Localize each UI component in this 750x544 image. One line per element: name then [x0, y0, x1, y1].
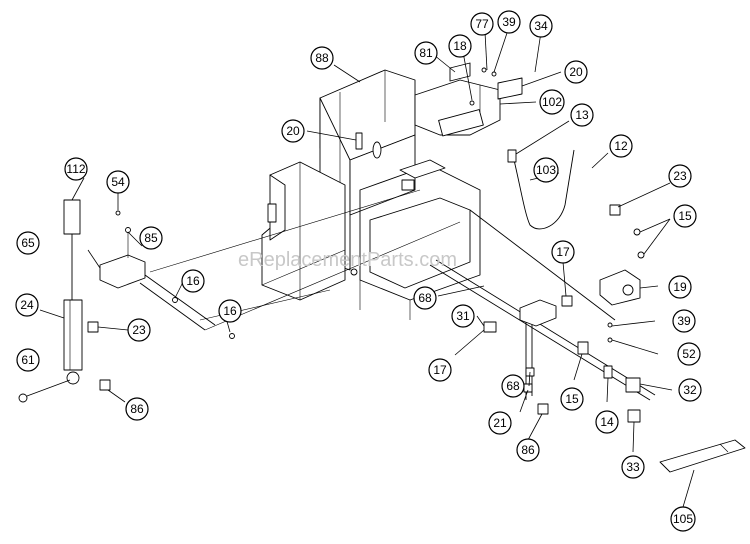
callout-label: 65 [21, 236, 35, 250]
callout-label: 24 [20, 298, 34, 312]
callout-label: 39 [502, 15, 516, 29]
callout-label: 88 [315, 51, 329, 65]
callout-16: 16 [218, 299, 242, 323]
callout-label: 17 [556, 245, 570, 259]
callout-15: 15 [673, 204, 697, 228]
callout-label: 23 [673, 169, 687, 183]
callout-102: 102 [539, 89, 565, 115]
callout-12: 12 [609, 134, 633, 158]
callout-16: 16 [181, 269, 205, 293]
callout-23: 23 [668, 164, 692, 188]
callout-13: 13 [570, 103, 594, 127]
callout-77: 77 [470, 12, 494, 36]
callout-81: 81 [414, 41, 438, 65]
callout-32: 32 [678, 378, 702, 402]
callout-label: 86 [130, 402, 144, 416]
callout-61: 61 [16, 348, 40, 372]
callout-19: 19 [668, 275, 692, 299]
callout-label: 85 [144, 231, 158, 245]
callout-39: 39 [497, 10, 521, 34]
callout-label: 68 [418, 291, 432, 305]
cylinder-24 [18, 199, 83, 403]
rod-assembly [149, 189, 656, 401]
callout-label: 16 [186, 274, 200, 288]
callout-label: 15 [678, 209, 692, 223]
callout-105: 105 [670, 506, 696, 532]
callout-31: 31 [451, 304, 475, 328]
upper-bracket [414, 62, 523, 137]
callout-label: 20 [569, 65, 583, 79]
callout-label: 105 [673, 512, 693, 526]
callout-52: 52 [677, 342, 701, 366]
pedal-assembly [577, 322, 746, 473]
callout-68: 68 [501, 374, 525, 398]
callout-label: 33 [626, 460, 640, 474]
callout-label: 17 [433, 363, 447, 377]
callout-label: 68 [506, 379, 520, 393]
valve-19 [599, 204, 645, 306]
callout-85: 85 [139, 226, 163, 250]
callout-14: 14 [595, 410, 619, 434]
small-parts-left [87, 210, 358, 391]
callout-label: 21 [493, 416, 507, 430]
callout-18: 18 [448, 34, 472, 58]
callout-label: 19 [673, 280, 687, 294]
callout-label: 12 [614, 139, 628, 153]
callout-24: 24 [15, 293, 39, 317]
callout-label: 23 [132, 323, 146, 337]
callout-86: 86 [125, 397, 149, 421]
callout-label: 34 [534, 19, 548, 33]
callout-label: 112 [66, 162, 85, 176]
callout-label: 32 [683, 383, 697, 397]
lower-cage [359, 159, 481, 320]
block-31 [483, 295, 573, 415]
callout-label: 81 [419, 46, 433, 60]
side-panel [261, 161, 346, 301]
valve-assembly [87, 227, 216, 331]
callout-20: 20 [281, 119, 305, 143]
callout-88: 88 [310, 46, 334, 70]
callout-label: 20 [286, 124, 300, 138]
callout-label: 77 [475, 17, 489, 31]
callout-label: 86 [521, 443, 535, 457]
callout-label: 14 [600, 415, 614, 429]
callout-15: 15 [560, 387, 584, 411]
callout-label: 102 [542, 95, 562, 109]
cable-103 [507, 149, 575, 230]
callout-label: 103 [536, 163, 556, 177]
callout-label: 16 [223, 304, 237, 318]
callout-23: 23 [127, 318, 151, 342]
callout-68: 68 [413, 286, 437, 310]
callout-39: 39 [672, 309, 696, 333]
callout-112: 112 [64, 157, 88, 181]
callout-21: 21 [488, 411, 512, 435]
callout-label: 52 [682, 347, 696, 361]
callout-34: 34 [529, 14, 553, 38]
callout-label: 15 [565, 392, 579, 406]
callout-20: 20 [564, 60, 588, 84]
callout-33: 33 [621, 455, 645, 479]
callout-17: 17 [428, 358, 452, 382]
callout-label: 13 [575, 108, 589, 122]
callout-86: 86 [516, 438, 540, 462]
watermark: eReplacementParts.com [238, 249, 457, 271]
callout-label: 18 [453, 39, 467, 53]
callout-label: 54 [111, 175, 125, 189]
callout-103: 103 [533, 157, 559, 183]
callout-65: 65 [16, 231, 40, 255]
leader-lines [39, 26, 695, 508]
callout-54: 54 [106, 170, 130, 194]
callout-label: 39 [677, 314, 691, 328]
callout-label: 61 [21, 353, 35, 367]
callout-17: 17 [551, 240, 575, 264]
callout-label: 31 [456, 309, 470, 323]
